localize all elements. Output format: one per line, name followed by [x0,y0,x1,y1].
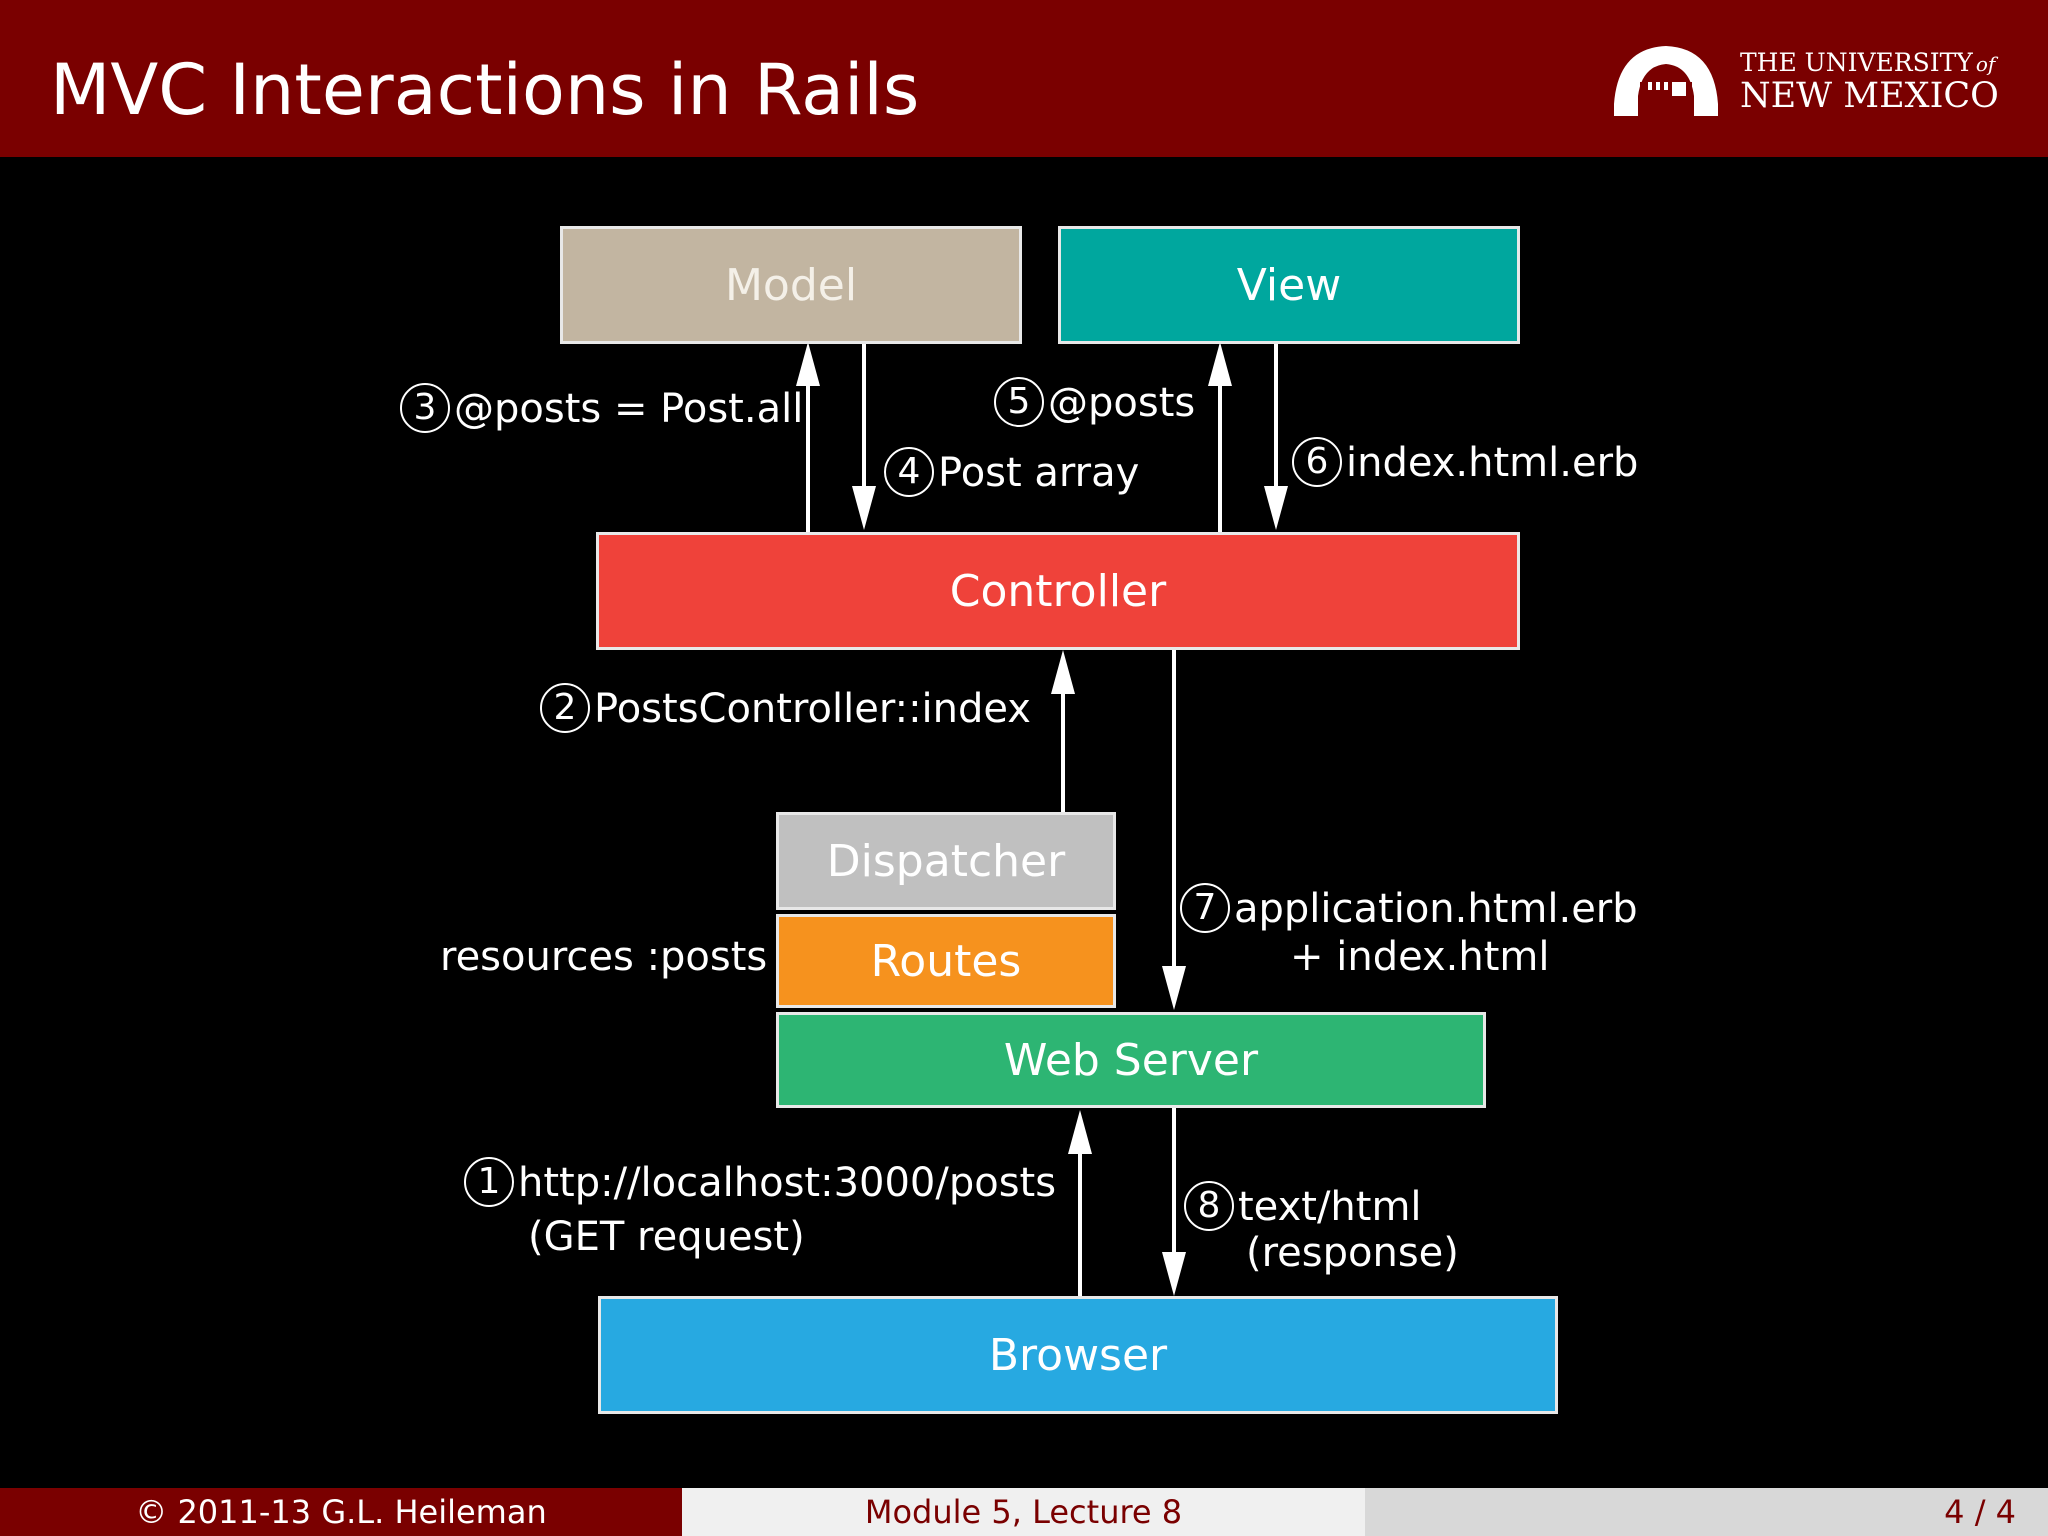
routes-box: Routes [776,914,1116,1008]
step4-badge: 4 [884,447,934,497]
slide-header: MVC Interactions in Rails THE UNIVERSITY… [0,0,2048,157]
step2-badge: 2 [540,683,590,733]
routes-note: resources :posts [440,934,768,980]
footer-copyright: © 2011-13 G.L. Heileman [0,1488,682,1536]
browser-box: Browser [598,1296,1558,1414]
footer-page-number: 4 / 4 [1365,1488,2048,1536]
arrowhead-webserver-down [1162,966,1186,1010]
arrowhead-webserver-up [1068,1110,1092,1154]
slide-footer: © 2011-13 G.L. Heileman Module 5, Lectur… [0,1488,2048,1536]
arrowhead-model-up [796,342,820,386]
arrowhead-controller-down-right [1264,486,1288,530]
arrowhead-view-up [1208,342,1232,386]
step5-label: 5@posts [994,377,1195,430]
arrowhead-controller-down-left [852,486,876,530]
step1-label-line2: (GET request) [528,1214,805,1260]
unm-logo-mark-icon [1614,46,1718,116]
arrowhead-browser-down [1162,1252,1186,1296]
dispatcher-box: Dispatcher [776,812,1116,910]
step8-label-line2: (response) [1246,1230,1459,1276]
footer-module: Module 5, Lecture 8 [682,1488,1365,1536]
controller-box: Controller [596,532,1520,650]
step1-badge: 1 [464,1157,514,1207]
step3-label: 3@posts = Post.all [400,383,803,436]
step7-label-line2: + index.html [1290,934,1550,980]
step3-badge: 3 [400,383,450,433]
model-box: Model [560,226,1022,344]
slide-title: MVC Interactions in Rails [50,49,920,131]
step7-badge: 7 [1180,883,1230,933]
view-box: View [1058,226,1520,344]
arrowhead-controller-up [1051,650,1075,694]
web-server-box: Web Server [776,1012,1486,1108]
step6-badge: 6 [1292,437,1342,487]
step8-badge: 8 [1184,1181,1234,1231]
step5-badge: 5 [994,377,1044,427]
logo-text-line2: NEW MEXICO [1740,76,1999,116]
